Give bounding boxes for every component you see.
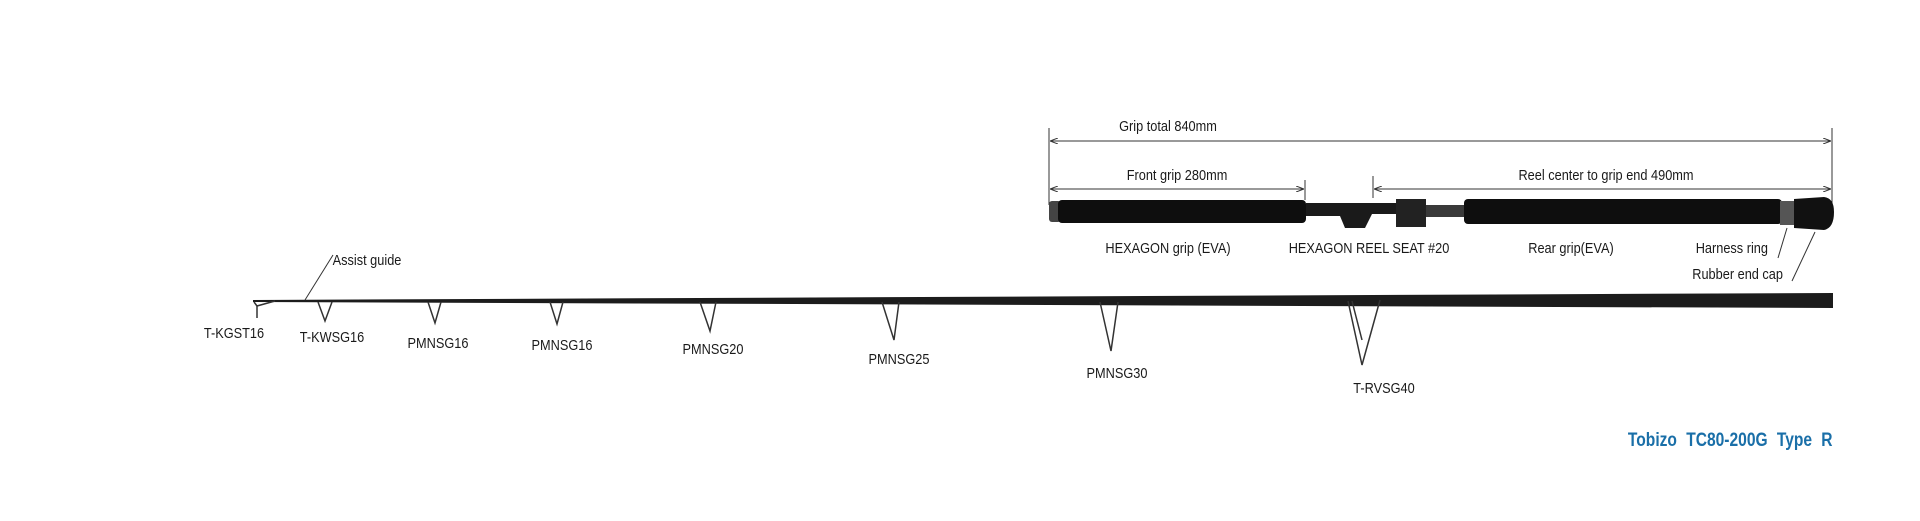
harness-ring-label: Harness ring [1695,240,1768,257]
front-grip [1058,200,1306,223]
dimension-lines [1048,128,1833,205]
rear-grip [1464,199,1782,224]
guide-label: PMNSG20 [682,341,744,358]
rod-blank [253,293,1833,308]
assist-guide-pointer [304,254,334,301]
guide-label: PMNSG16 [407,335,469,352]
grip-total-label: Grip total 840mm [1119,118,1217,135]
harness-ring [1780,201,1794,225]
guide-label: T-KGST16 [203,325,265,342]
reel-seat-label: HEXAGON REEL SEAT #20 [1288,240,1450,257]
rubber-end-cap [1794,197,1834,230]
guide-label: PMNSG25 [868,351,930,368]
guide-label: T-KWSG16 [299,329,365,346]
end-cap-label: Rubber end cap [1692,266,1783,283]
grip-assembly [1049,197,1834,282]
rear-grip-label: Rear grip(EVA) [1528,240,1614,257]
assist-guide-label: Assist guide [332,252,402,269]
guide-label: PMNSG16 [531,337,593,354]
reel-seat [1306,203,1400,228]
front-grip-label: HEXAGON grip (EVA) [1105,240,1231,257]
reel-to-end-label: Reel center to grip end 490mm [1518,167,1694,184]
front-grip-length-label: Front grip 280mm [1126,167,1228,184]
guide-label: T-RVSG40 [1353,380,1415,397]
product-title: Tobizo TC80-200G Type R [1628,430,1833,451]
guides [253,299,1381,366]
guide-label: PMNSG30 [1086,365,1148,382]
